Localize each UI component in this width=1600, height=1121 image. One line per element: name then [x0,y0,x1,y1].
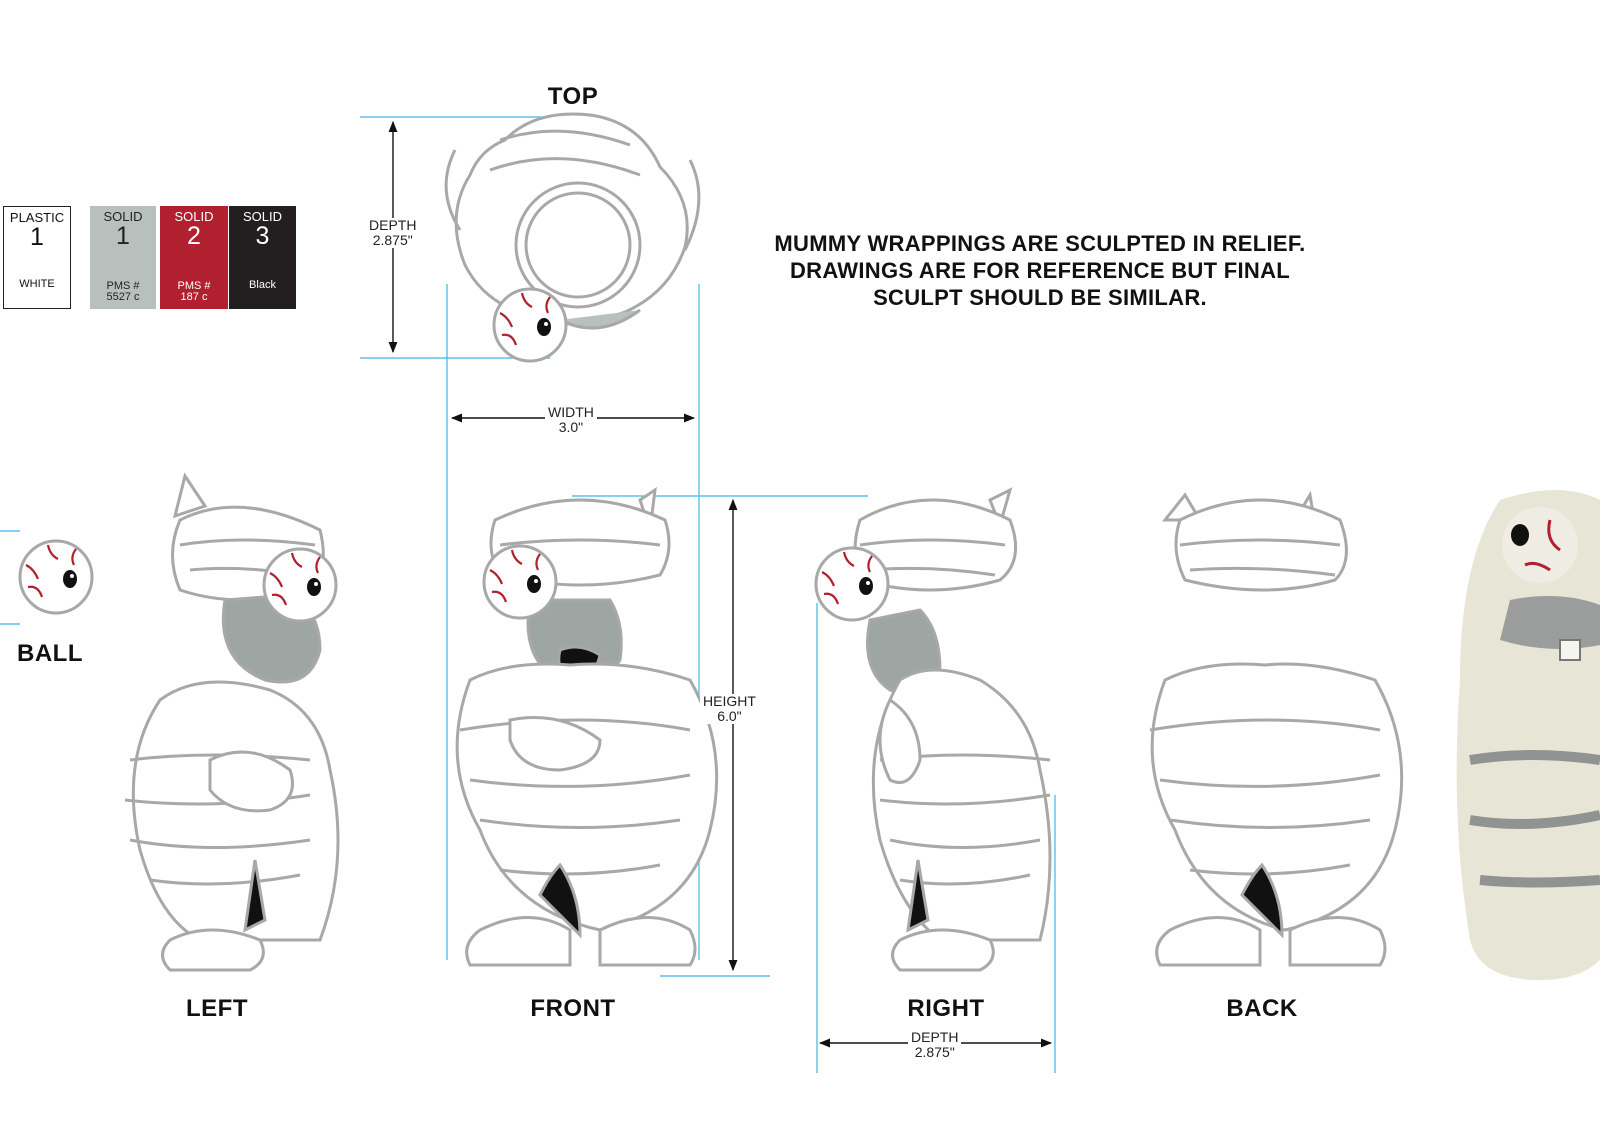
right-depth-value: 2.875" [914,1044,955,1060]
swatch-title: PLASTIC [9,210,65,225]
view-label-ball: BALL [17,640,83,667]
swatch-number: 2 [187,222,201,250]
swatch-number: 3 [255,222,270,250]
left-eyeball [262,547,338,623]
top-depth-name: DEPTH [369,217,417,233]
swatch-sub: WHITE [19,278,55,290]
swatch-sub: PMS # [106,280,140,292]
note-line-2: DRAWINGS ARE FOR REFERENCE BUT FINAL [789,258,1291,283]
height-label: HEIGHT 6.0" [700,694,759,724]
width-name: WIDTH [548,404,594,420]
width-label: WIDTH 3.0" [545,405,597,435]
swatch-sub: Black [249,279,276,291]
top-depth-value: 2.875" [372,232,413,248]
toy-photo [1456,490,1600,980]
width-value: 3.0" [558,419,584,435]
swatch-solid-1: SOLID 1 PMS # 5527 c [90,206,156,309]
sculpt-note: MUMMY WRAPPINGS ARE SCULPTED IN RELIEF. … [740,230,1340,311]
note-line-3: SCULPT SHOULD BE SIMILAR. [873,285,1207,310]
swatch-sub: PMS # [177,280,211,292]
top-depth-label: DEPTH 2.875" [366,217,420,248]
top-view-drawing [444,112,701,330]
height-value: 6.0" [717,708,742,724]
right-view-drawing [853,487,1052,972]
swatch-title: SOLID [242,209,282,224]
swatch-solid-3: SOLID 3 Black [229,206,296,309]
swatch-title: SOLID [103,209,143,224]
ball-eyeball [18,539,94,615]
swatch-plastic-1: PLASTIC 1 WHITE [3,206,71,309]
height-name: HEIGHT [703,693,756,709]
right-depth-name: DEPTH [911,1029,959,1045]
view-label-left: LEFT [186,995,248,1022]
swatch-solid-2: SOLID 2 PMS # 187 c [160,206,228,309]
swatch-sub2: 5527 c [106,291,140,303]
right-depth-label: DEPTH 2.875" [908,1029,962,1060]
swatch-number: 1 [30,223,44,251]
front-eyeball [482,544,558,620]
view-label-back: BACK [1226,995,1298,1022]
swatch-number: 1 [116,222,130,250]
back-view-drawing [1149,490,1404,967]
swatch-title: SOLID [174,209,214,224]
view-label-top: TOP [547,83,599,110]
right-eyeball [814,546,890,622]
top-eyeball [492,287,568,363]
swatch-sub2: 187 c [180,291,208,303]
note-line-1: MUMMY WRAPPINGS ARE SCULPTED IN RELIEF. [774,231,1306,256]
view-label-right: RIGHT [907,995,985,1022]
view-label-front: FRONT [530,995,616,1022]
